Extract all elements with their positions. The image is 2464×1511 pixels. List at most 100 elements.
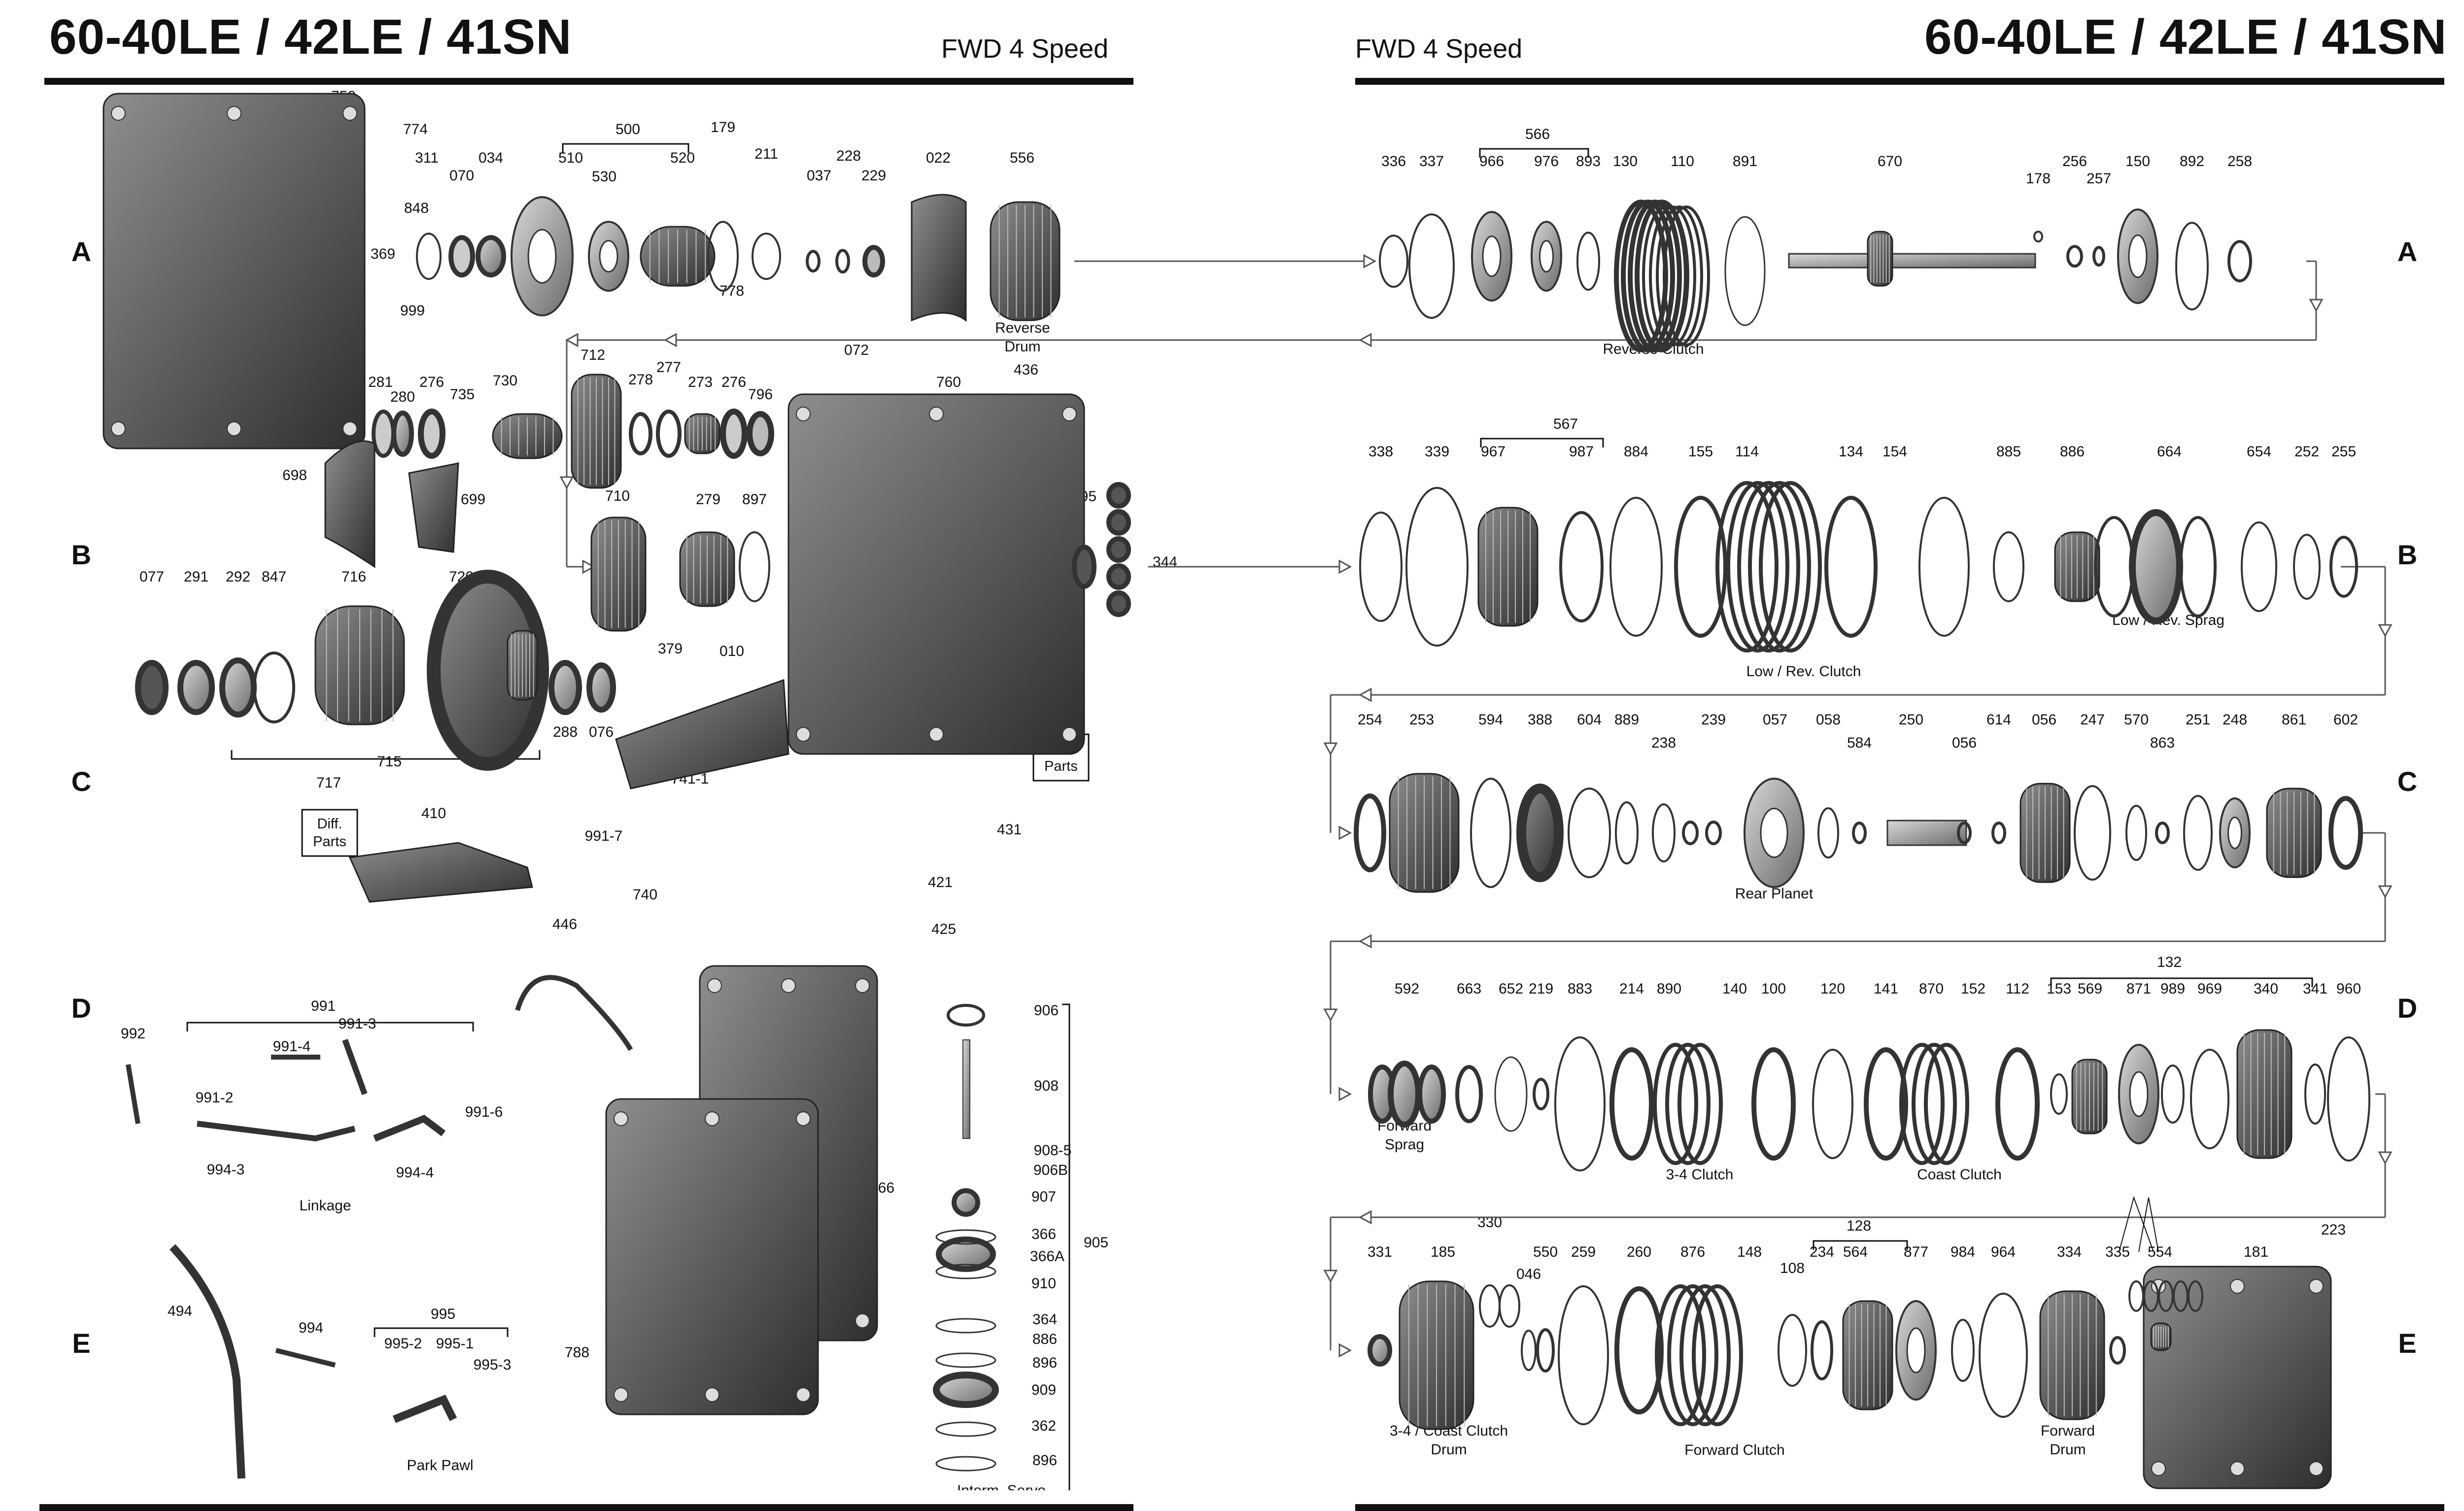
lever-992 [126,1064,140,1124]
seal-344 [1106,482,1131,509]
part-number-072: 072 [844,342,869,358]
part-number-995-2: 995-2 [384,1336,422,1352]
ring-796 [747,411,774,456]
coast-clutch-112 [1899,1043,1945,1165]
race-969-bore [2129,1071,2149,1117]
ring-258 [2227,240,2252,282]
part-number-128: 128 [1847,1218,1871,1234]
part-number-740: 740 [633,887,657,903]
row-label-d-right: D [2397,993,2417,1024]
forward-clutch-108 [1655,1284,1706,1426]
reverse-clutch-disc-110 [1656,206,1703,346]
part-number-774: 774 [403,121,428,137]
part-number-987: 987 [1569,444,1594,460]
ring-179 [707,221,739,292]
case-housing-750-bolt [227,106,241,121]
cover-909 [933,1372,999,1408]
ring-886 [1993,531,2024,602]
part-number-341: 341 [2303,981,2327,997]
flow-arrow [1338,559,1352,574]
dipstick-tube-494 [170,1244,245,1479]
part-number-870: 870 [1919,981,1944,997]
ring-181-4 [2188,1280,2203,1312]
flow-arrow [1358,333,1372,347]
part-number-185: 185 [1431,1244,1455,1260]
bearing-288 [548,660,582,715]
part-number-886: 886 [2060,444,2085,460]
part-number-510: 510 [558,150,583,166]
flow-arrow [1323,742,1338,756]
part-number-340: 340 [2254,981,2278,997]
part-number-863: 863 [2150,735,2175,751]
group-bracket-566 [1479,148,1589,158]
seal-344 [1106,590,1131,617]
leader-lines-654 [2119,1196,2159,1252]
servo-ring-1 [935,1264,996,1279]
part-number-108: 108 [1780,1260,1805,1276]
ring-185a [1479,1284,1501,1328]
part-number-277: 277 [656,359,681,376]
part-number-614: 614 [1986,712,2011,728]
part-number-796: 796 [748,386,773,403]
part-number-876: 876 [1680,1244,1705,1260]
case-body-760-bolt [929,407,944,421]
ring-897 [739,531,770,602]
label-coast-clutch: Coast Clutch [1917,1167,2002,1183]
ring-252 [2241,521,2277,612]
part-number-994: 994 [299,1320,323,1336]
low-rev-clutch-114 [1715,481,1779,652]
ring-260 [1536,1328,1555,1373]
sprag-654 [2129,509,2183,624]
seal-795 [1072,545,1096,589]
case-housing-750-bolt [111,106,126,121]
part-number-992: 992 [121,1026,145,1042]
part-number-077: 077 [139,569,164,585]
part-number-715: 715 [377,754,402,770]
part-number-219: 219 [1529,981,1553,997]
part-number-847: 847 [262,569,286,585]
label-interm-servo: Interm. Servo [957,1482,1046,1490]
group-bracket-567 [1480,438,1604,447]
case-housing-750-bolt [111,421,126,436]
forward-clutch-108 [1692,1284,1743,1426]
case-end-cover-759-bolt [2230,1461,2245,1476]
part-number-364: 364 [1032,1311,1057,1328]
part-number-278: 278 [628,372,653,388]
switch-410 [348,842,533,903]
ring-219 [1455,1065,1483,1123]
flow-arrow [2309,299,2324,312]
part-number-141: 141 [1874,981,1898,997]
low-rev-clutch-114 [1759,481,1822,652]
case-body-760-bolt [929,727,944,742]
case-end-cover-759-bolt [2151,1461,2166,1476]
ring-663 [2328,796,2363,870]
part-number-046: 046 [1516,1266,1541,1282]
sprag-966-bore [1482,236,1502,277]
part-number-871: 871 [2126,981,2151,997]
pin-908 [962,1039,970,1139]
part-number-247: 247 [2080,712,2105,728]
case-housing-750 [103,93,366,449]
part-number-984: 984 [1951,1244,1975,1260]
ring-335 [1979,1293,2028,1418]
bracket-699 [408,462,459,553]
piston-964-bore [1906,1327,1926,1374]
part-number-148: 148 [1737,1244,1762,1260]
low-rev-clutch-114 [1726,481,1789,652]
part-number-494: 494 [168,1303,192,1319]
part-number-907: 907 [1031,1189,1056,1205]
disc-154 [1824,496,1878,638]
ring-889 [1568,788,1611,878]
gear-602-bore [2227,817,2242,849]
bracket-991-6 [373,1115,446,1142]
ring-211 [752,233,781,280]
part-number-654: 654 [2247,444,2271,460]
valve-body-740-bolt [855,978,870,993]
part-number-896: 896 [1032,1452,1057,1469]
servo-ring-4 [935,1421,996,1437]
label-forward-drum: Drum [2050,1442,2086,1458]
part-number-991-4: 991-4 [273,1038,311,1055]
part-number-335: 335 [2105,1244,2130,1260]
box-diff-parts-text: Diff. [317,816,342,832]
